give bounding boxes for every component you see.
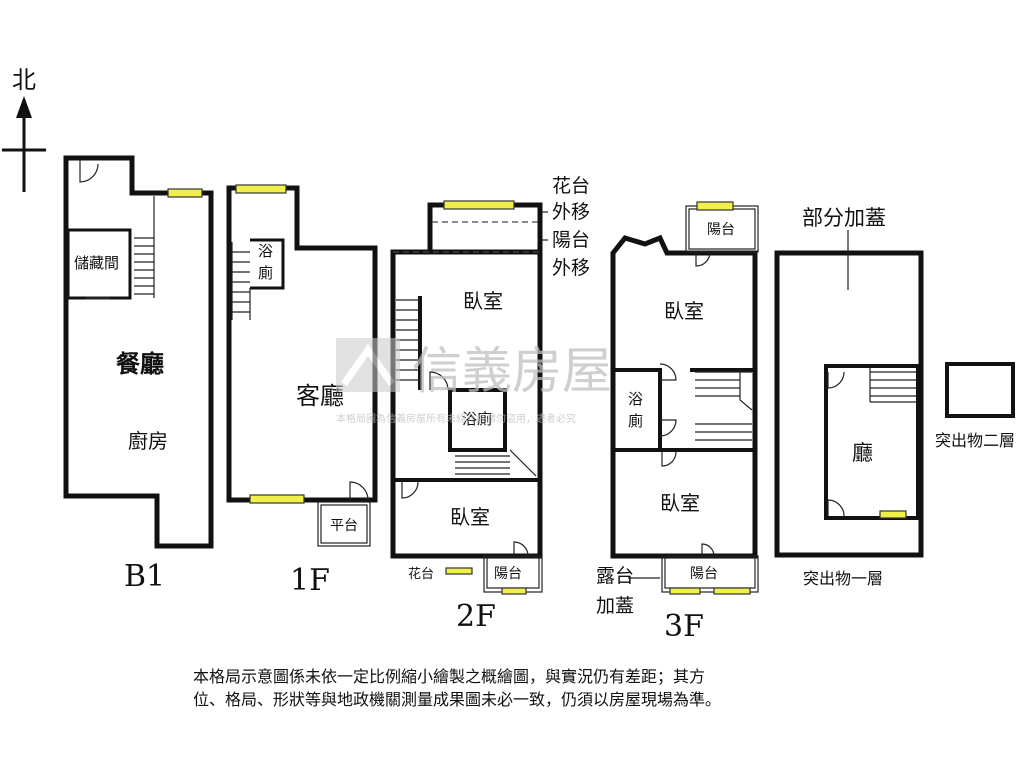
room-bath-2: 廁 [628, 412, 643, 430]
disclaimer: 本格局示意圖係未依一定比例縮小繪製之概繪圖，與實況仍有差距；其方 位、格局、形狀… [193, 665, 853, 711]
watermark-brand: 信義房屋 [412, 342, 612, 400]
floor-label-b1: B1 [124, 559, 165, 594]
room-hall: 廳 [852, 441, 873, 465]
north-arrow-icon [2, 96, 46, 192]
room-bedroom-north: 臥室 [664, 299, 704, 323]
window-icon [445, 567, 473, 575]
label-balcony-1: 陽台 [552, 229, 590, 251]
window-icon [713, 587, 751, 595]
f2-plan: 花台 外移 陽台 外移 臥室 浴廁 臥室 花台 陽台 [390, 175, 590, 595]
label-terrace-2: 加蓋 [596, 595, 634, 617]
floor-label-2f: 2F [456, 599, 496, 634]
label-planter-2: 外移 [552, 201, 590, 223]
room-bathroom: 浴廁 [462, 410, 492, 428]
compass-label: 北 [12, 66, 36, 94]
roof-plan: 部分加蓋 廳 突出物一層 突出物二層 [774, 206, 1015, 588]
label-balcony-2: 外移 [552, 257, 590, 279]
room-platform: 平台 [330, 518, 358, 534]
floor-label-3f: 3F [664, 609, 704, 644]
label-balcony-south: 陽台 [494, 566, 522, 582]
label-planter-south: 花台 [408, 566, 434, 582]
room-dining: 餐廳 [116, 350, 164, 378]
window-icon [669, 587, 701, 595]
label-balcony-south: 陽台 [690, 566, 718, 582]
window-icon [249, 494, 305, 504]
room-storage: 儲藏間 [74, 254, 119, 272]
label-terrace-1: 露台 [596, 565, 634, 587]
room-kitchen: 廚房 [128, 429, 168, 453]
room-bedroom-north: 臥室 [463, 289, 503, 313]
f3-plan: 陽台 臥室 浴 廁 臥室 露台 加蓋 陽台 [596, 201, 759, 617]
room-bath-1: 浴 [258, 242, 273, 260]
watermark-logo-icon [336, 338, 400, 392]
label-roof-level-2: 突出物二層 [935, 431, 1015, 450]
b1-plan: 儲藏間 餐廳 廚房 [63, 155, 214, 549]
label-balcony-north: 陽台 [707, 222, 735, 238]
label-partial-addition: 部分加蓋 [802, 206, 886, 230]
window-icon [501, 587, 527, 595]
watermark: 信義房屋 本格局圖為信義房屋所有未經允許請勿盜用，違者必究 [336, 338, 612, 425]
label-planter-1: 花台 [552, 175, 590, 197]
window-icon [167, 188, 203, 198]
window-icon [235, 184, 287, 194]
window-icon [696, 201, 734, 211]
room-bedroom-south: 臥室 [660, 491, 700, 515]
window-icon [879, 510, 907, 519]
room-bath-2: 廁 [258, 264, 273, 282]
window-icon [443, 200, 515, 210]
room-bedroom-south: 臥室 [450, 505, 490, 529]
f1-plan: 浴 廁 客廳 平台 [226, 184, 378, 547]
label-roof-level-1: 突出物一層 [803, 569, 883, 588]
watermark-notice: 本格局圖為信義房屋所有未經允許請勿盜用，違者必究 [336, 412, 576, 425]
room-bath-1: 浴 [628, 390, 643, 408]
disclaimer-line-1: 本格局示意圖係未依一定比例縮小繪製之概繪圖，與實況仍有差距；其方 [193, 667, 706, 686]
floor-label-1f: 1F [290, 563, 330, 598]
disclaimer-line-2: 位、格局、形狀等與地政機關測量成果圖未必一致，仍須以房屋現場為準。 [193, 690, 722, 709]
